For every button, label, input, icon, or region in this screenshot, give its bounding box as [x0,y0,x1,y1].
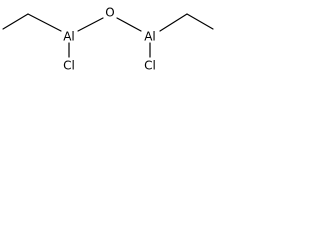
bond-al-right-ch2 [159,13,188,32]
bond-ethyl-left-ch3-ch2 [2,13,29,30]
bond-ethyl-left-ch2-al [27,13,62,32]
bond-o-al-right [116,17,142,32]
atom-al-left: Al [63,30,75,44]
chemical-structure-diagram: Al O Al Cl Cl [2,6,214,73]
bond-al-left-o [77,17,104,32]
atom-al-right: Al [144,30,156,44]
bond-ethyl-right-ch2-ch3 [186,13,214,30]
atom-o-bridge: O [105,6,114,20]
atom-cl-right: Cl [144,59,156,73]
atom-cl-left: Cl [63,59,75,73]
